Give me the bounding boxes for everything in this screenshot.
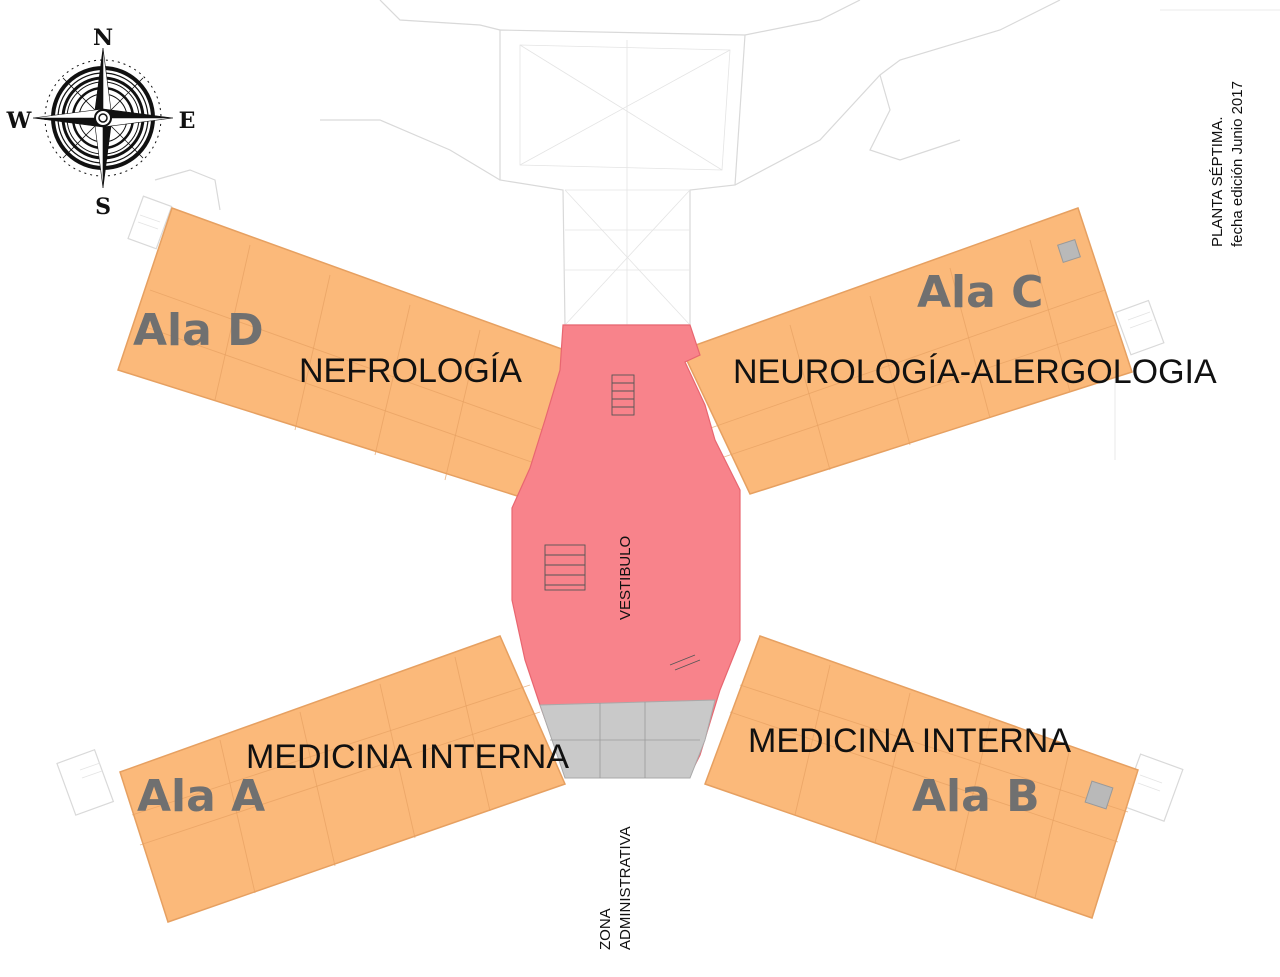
compass-north-label: N — [93, 25, 113, 51]
stair-lines — [544, 374, 701, 671]
admin-label-line1: ZONA — [597, 908, 614, 950]
admin-label-line2: ADMINISTRATIVA — [617, 826, 634, 950]
plan-title-line1: PLANTA SÉPTIMA. — [1209, 116, 1226, 247]
plan-title: PLANTA SÉPTIMA. fecha edición Junio 2017 — [1209, 81, 1246, 247]
admin-zone — [539, 699, 716, 779]
wing-b-area — [704, 635, 1139, 919]
wing-a-area — [119, 635, 567, 923]
wing-a-ala-label: Ala A — [137, 771, 265, 822]
admin-zone-area — [539, 699, 716, 779]
admin-zone-label: ZONA ADMINISTRATIVA — [597, 826, 634, 950]
compass-east-label: E — [179, 108, 196, 134]
stair-blocks — [56, 195, 1184, 822]
wing-a-department-label: MEDICINA INTERNA — [246, 738, 569, 776]
wing-d-department-label: NEFROLOGÍA — [299, 352, 522, 390]
wing-b — [704, 635, 1139, 919]
wing-c-ala-label: Ala C — [917, 267, 1043, 318]
compass-south-label: S — [95, 194, 111, 220]
wing-b-department-label: MEDICINA INTERNA — [748, 722, 1071, 760]
north-block-outline — [154, 0, 1280, 460]
wing-c-department-label: NEUROLOGÍA-ALERGOLOGIA — [733, 353, 1217, 391]
vestibule-label: VESTIBULO — [617, 536, 634, 620]
compass-west-label: W — [6, 108, 32, 134]
wing-c — [680, 207, 1133, 495]
compass-rose-icon: N S E W — [6, 25, 196, 220]
wing-c-area — [680, 207, 1133, 495]
plan-title-line2: fecha edición Junio 2017 — [1229, 81, 1246, 247]
wing-d-ala-label: Ala D — [133, 305, 264, 356]
wing-b-ala-label: Ala B — [912, 771, 1040, 822]
wing-a — [119, 635, 567, 923]
